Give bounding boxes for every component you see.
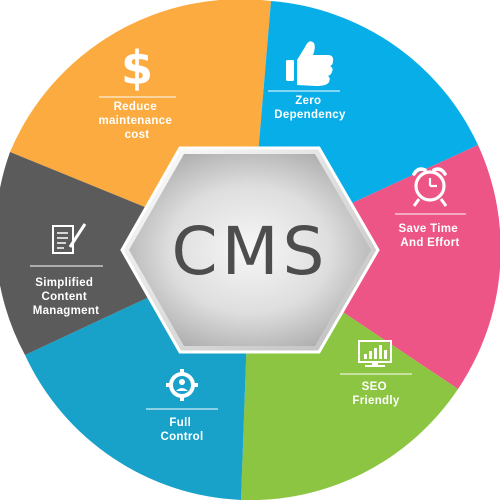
segment-save-time-and-effort bbox=[250, 145, 500, 389]
thumbs-up-icon bbox=[286, 41, 334, 86]
central-hexagon: CMS bbox=[120, 146, 380, 354]
label-zero-dependency: Zero Dependency bbox=[274, 95, 346, 121]
label-reduce-maintenance-cost: Reduce maintenance cost bbox=[98, 101, 175, 141]
document-edit-icon bbox=[52, 223, 87, 254]
label-full-control: Full Control bbox=[161, 417, 204, 443]
label-seo-friendly: SEO Friendly bbox=[352, 381, 399, 407]
label-simplified-content-management: Simplified Content Managment bbox=[33, 277, 100, 317]
center-title: CMS bbox=[172, 213, 329, 290]
monitor-chart-icon bbox=[358, 340, 392, 367]
svg-text:$: $ bbox=[121, 41, 153, 95]
dollar-icon: $ bbox=[121, 41, 153, 95]
label-save-time-and-effort: Save Time And Effort bbox=[399, 223, 462, 249]
alarm-clock-icon bbox=[412, 167, 448, 207]
gear-user-icon bbox=[166, 369, 198, 401]
